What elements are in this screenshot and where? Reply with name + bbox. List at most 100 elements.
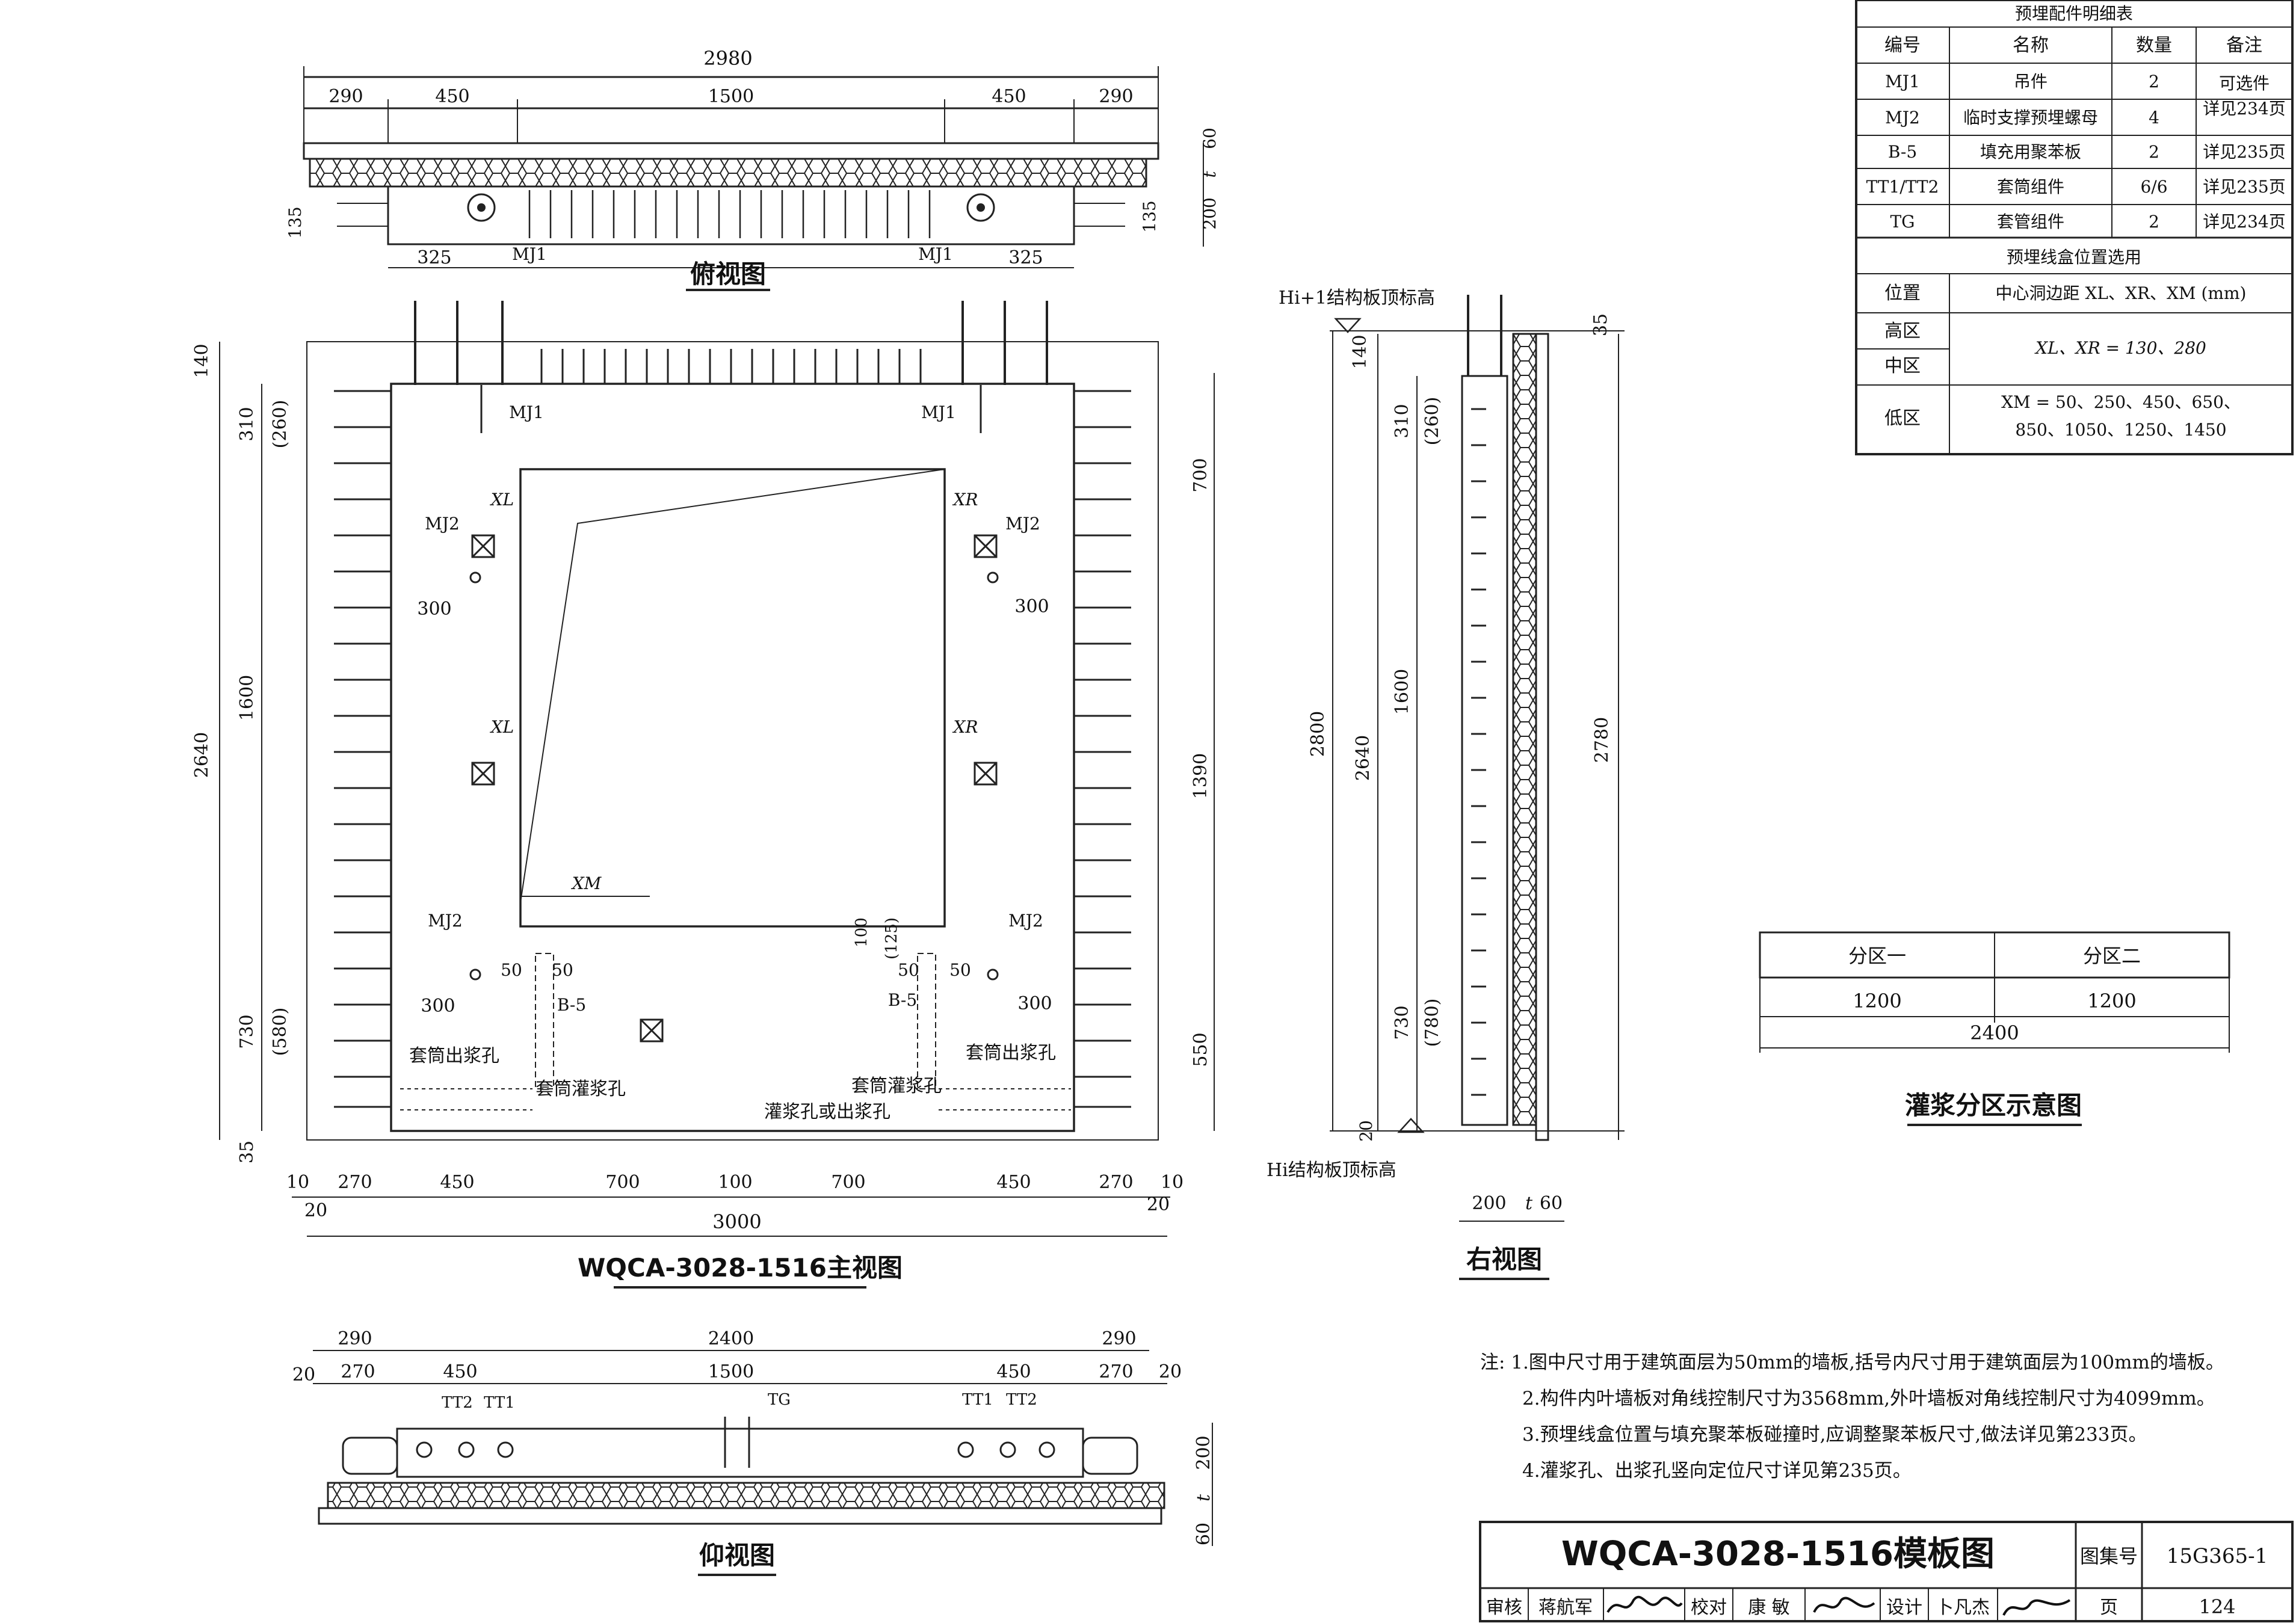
label: TG <box>768 1391 791 1409</box>
label: 套筒灌浆孔 <box>851 1076 942 1097</box>
table-cell: 2 <box>2149 212 2159 232</box>
table-title: 预埋配件明细表 <box>2015 4 2133 23</box>
dim: 200 <box>1472 1193 1506 1214</box>
view-title: 右视图 <box>1466 1245 1542 1274</box>
dim: 2640 <box>191 732 212 778</box>
dim: 140 <box>191 343 212 378</box>
table-cell: 中区 <box>1884 356 1921 377</box>
table-cell: 套管组件 <box>1997 212 2064 232</box>
label: MJ1 <box>918 244 953 264</box>
outer-leaf <box>318 1507 1162 1525</box>
table-cell: XM = 50、250、450、650、850、1050、1250、1450 <box>2001 392 2241 440</box>
dim: 100 <box>718 1172 752 1193</box>
dim: (260) <box>270 400 291 449</box>
dim: (780) <box>1422 999 1443 1047</box>
label: 校对 <box>1691 1597 1727 1618</box>
insulation <box>309 158 1147 188</box>
dim: 290 <box>329 86 363 107</box>
right-view: Hi+1结构板顶标高 Hi结构板顶标高 35 140 310 (260) 160… <box>1267 288 1625 1280</box>
label: MJ2 <box>425 514 460 534</box>
mj1-lifting-icon <box>467 193 496 222</box>
designer: 卜凡杰 <box>1936 1597 1990 1618</box>
atlas-number: 15G365-1 <box>2167 1544 2268 1568</box>
label: XR <box>952 717 978 737</box>
label: B-5 <box>557 995 586 1015</box>
dim: t <box>1525 1193 1533 1214</box>
label: XL <box>490 490 514 510</box>
insulation <box>327 1482 1165 1509</box>
label: Hi结构板顶标高 <box>1267 1160 1396 1181</box>
insulation <box>1512 333 1537 1126</box>
dim: 35 <box>1590 313 1611 336</box>
label: 套筒出浆孔 <box>966 1042 1056 1064</box>
sleeves: 套筒出浆孔 套筒灌浆孔 套筒灌浆孔 套筒出浆孔 灌浆孔或出浆孔 <box>400 1042 1071 1123</box>
table-cell: 高区 <box>1884 321 1921 342</box>
dim: 270 <box>1099 1361 1133 1382</box>
dim: 700 <box>605 1172 640 1193</box>
dim: 10 <box>1161 1172 1183 1193</box>
dim: 50 <box>552 960 573 980</box>
note-line: 2.构件内叶墙板对角线控制尺寸为3568mm,外叶墙板对角线控制尺寸为4099m… <box>1522 1388 2215 1409</box>
dim: 20 <box>304 1200 327 1221</box>
label: 审核 <box>1486 1597 1522 1618</box>
label: 套筒灌浆孔 <box>535 1079 626 1100</box>
window-opening <box>519 468 946 928</box>
note-line: 4.灌浆孔、出浆孔竖向定位尺寸详见第235页。 <box>1522 1460 1912 1482</box>
inner-leaf <box>1461 375 1508 1126</box>
label: 页 <box>2100 1597 2118 1618</box>
reviewer: 蒋航军 <box>1538 1597 1593 1618</box>
label: MJ1 <box>921 402 956 422</box>
table-cell: TG <box>1890 212 1915 232</box>
top-view: 2980 290 450 1500 450 290 MJ1 <box>285 47 1220 291</box>
label: TT2 <box>442 1394 473 1412</box>
dim: 550 <box>1190 1032 1211 1067</box>
label: MJ1 <box>509 402 544 422</box>
level-marker-icon <box>1334 318 1362 333</box>
dim: 290 <box>338 1328 372 1349</box>
dim: 2800 <box>1307 711 1329 757</box>
main-view: MJ1 MJ1 MJ2 MJ2 MJ2 MJ2 XL XR XL XR XM <box>191 301 1215 1289</box>
label: XM <box>571 873 602 893</box>
table-cell-line: 850、1050、1250、1450 <box>2015 420 2226 440</box>
signature-icon <box>2002 1599 2071 1616</box>
inner-leaf <box>396 1427 1084 1478</box>
notes: 注: 1.图中尺寸用于建筑面层为50mm的墙板,括号内尺寸用于建筑面层为100m… <box>1480 1352 2224 1482</box>
outer-leaf-outline <box>306 341 1159 1141</box>
dim: 2780 <box>1591 717 1612 763</box>
table-header: 编号 <box>1884 35 1921 56</box>
table-cell: 2 <box>2149 142 2159 162</box>
dim: 450 <box>443 1361 477 1382</box>
dim: 1200 <box>2087 990 2136 1012</box>
outer-leaf <box>303 142 1159 160</box>
dim: 20 <box>292 1364 315 1385</box>
dim: 60 <box>1540 1193 1563 1214</box>
dim: 300 <box>1017 993 1052 1014</box>
table-cell: 套筒组件 <box>1997 177 2064 197</box>
label: MJ2 <box>1008 911 1043 931</box>
mj1-lifting-icon <box>966 193 995 222</box>
table-cell: TT1/TT2 <box>1866 177 1939 197</box>
dim: 325 <box>417 247 451 268</box>
dim: 300 <box>421 996 455 1017</box>
main-bottom-dims: 10 270 450 700 100 700 450 270 10 20 300… <box>286 1172 1183 1237</box>
inner-leaf <box>387 185 1075 245</box>
sheet-title: WQCA-3028-1516模板图 <box>1561 1535 1995 1574</box>
table-cell: 详见235页 <box>2203 177 2285 197</box>
dim: 60 <box>1193 1523 1214 1545</box>
dim: 290 <box>1102 1328 1136 1349</box>
signature-icon <box>1813 1597 1875 1613</box>
dim: 1500 <box>708 1361 754 1382</box>
dim: 35 <box>236 1141 258 1163</box>
table-cell: 可选件 <box>2219 73 2270 93</box>
table-header: 中心洞边距 XL、XR、XM (mm) <box>1996 283 2247 303</box>
label: XL <box>490 717 514 737</box>
dim: 1390 <box>1190 753 1211 799</box>
dim: 3000 <box>712 1210 761 1233</box>
dim: 135 <box>285 206 305 238</box>
table-cell: 详见234页 <box>2203 212 2285 232</box>
main-left-dims: 140 310 (260) 1600 2640 730 (580) 35 <box>191 342 291 1163</box>
table-cell: MJ1 <box>1885 72 1920 91</box>
label: TT1 <box>484 1394 515 1412</box>
label: MJ1 <box>512 244 547 264</box>
zone-label: 分区二 <box>2083 944 2141 967</box>
